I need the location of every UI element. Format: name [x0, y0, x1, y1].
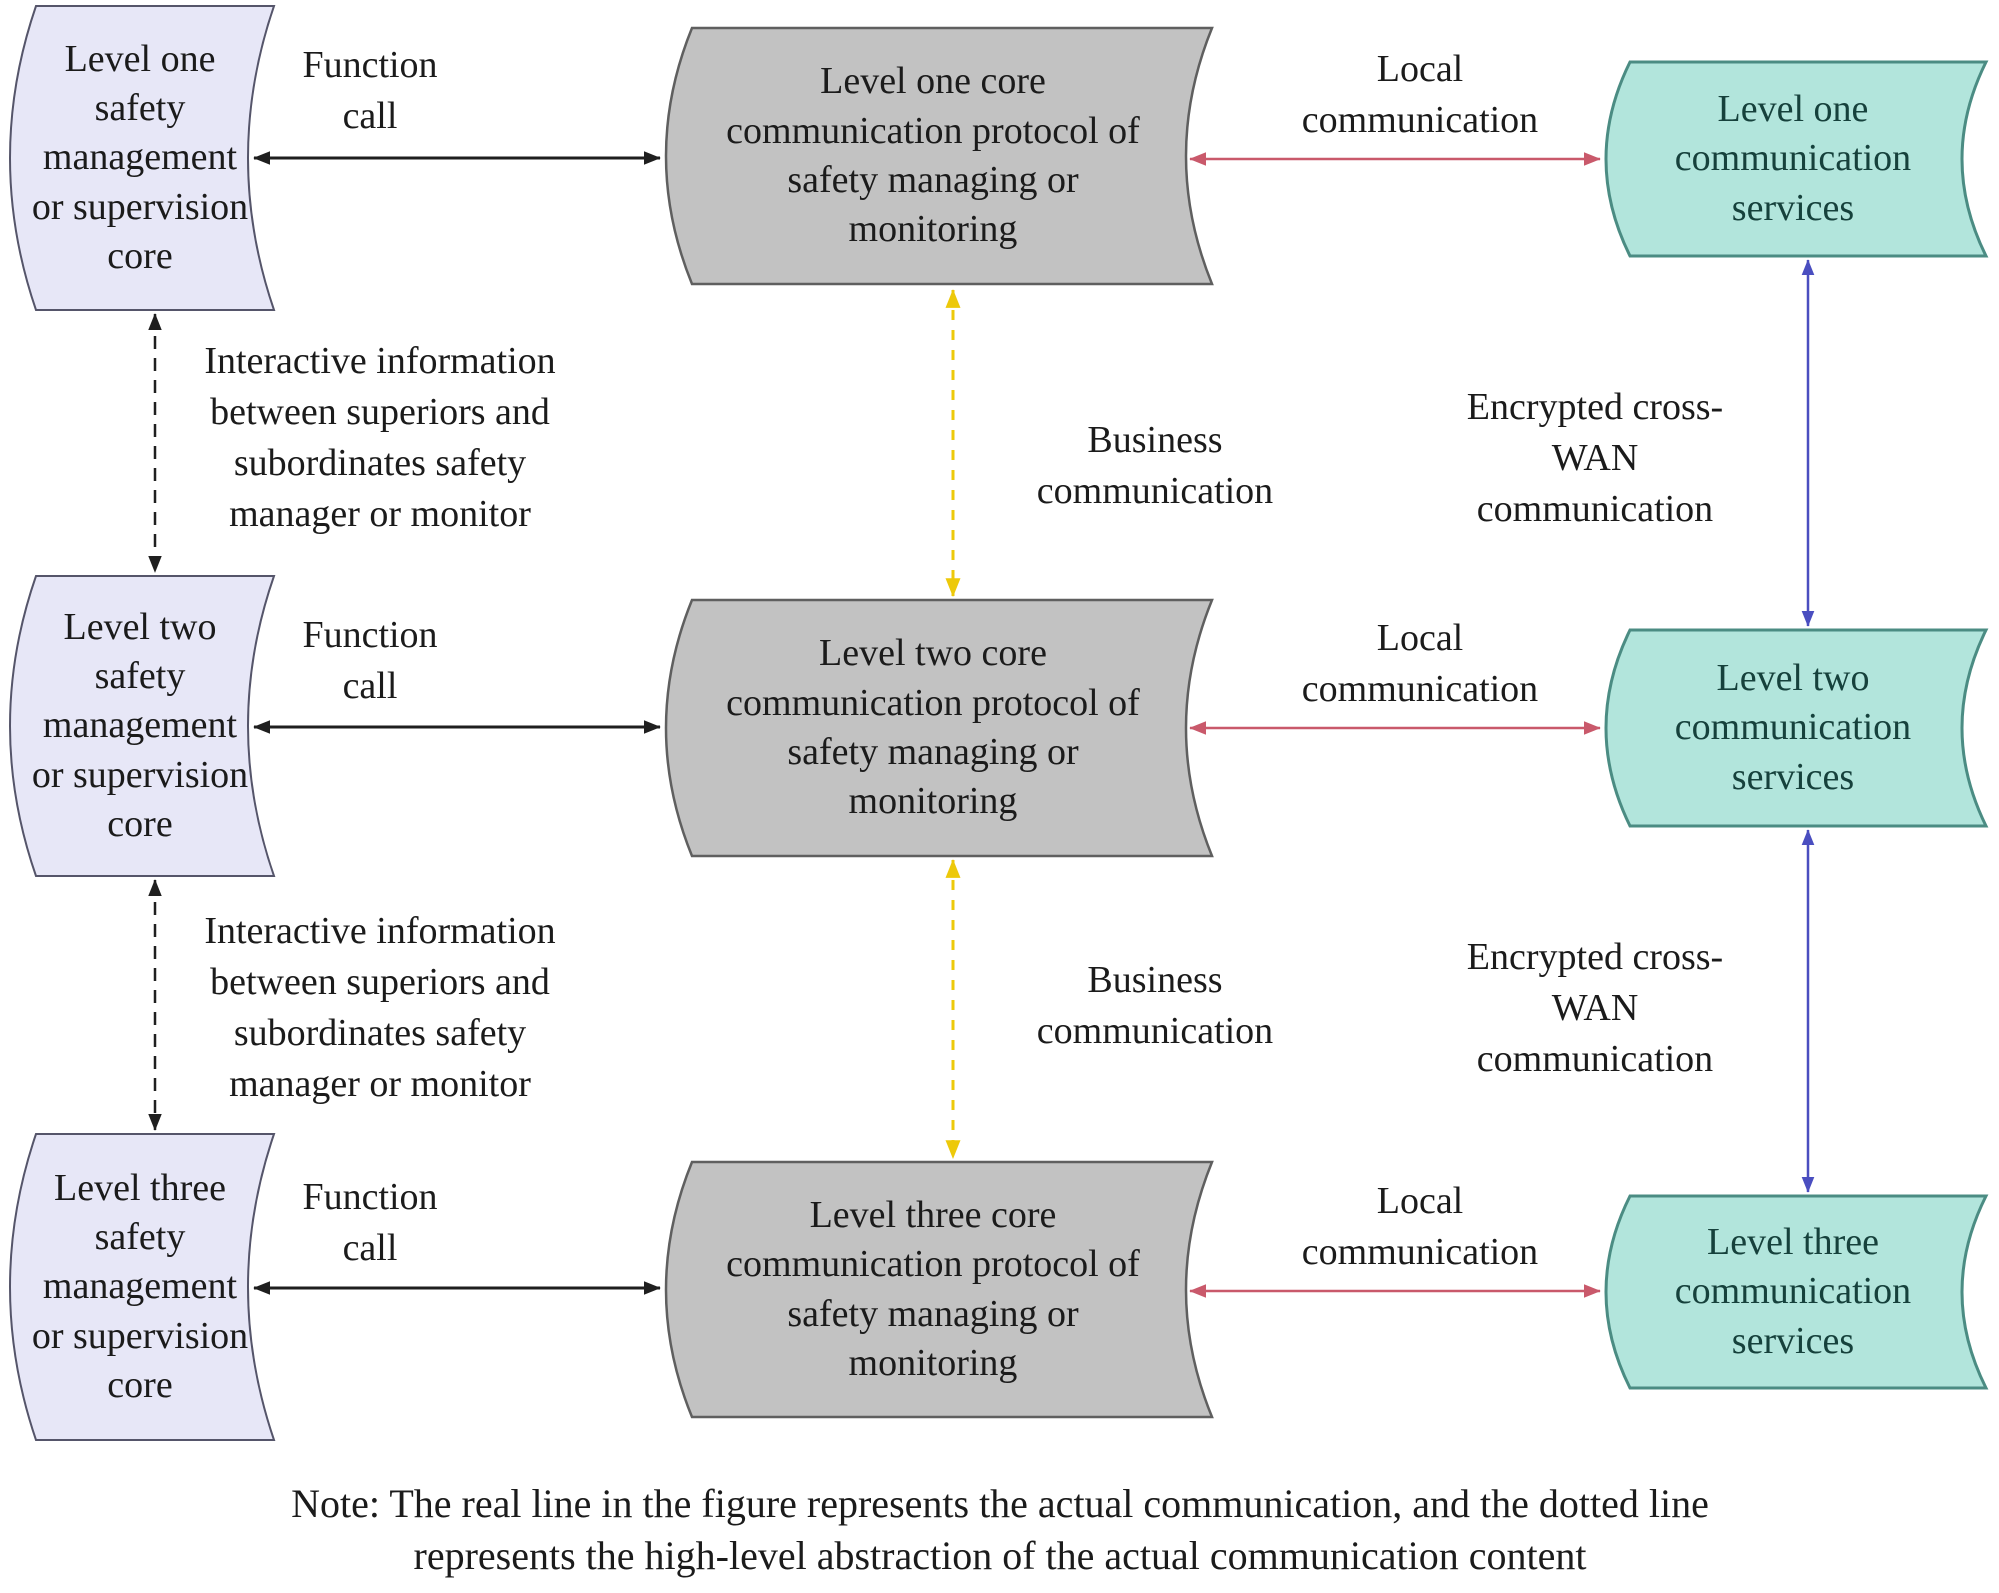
level-one-protocol-label: Level one core communication protocol of… — [726, 60, 1140, 251]
function-call-label-level-one: Function call — [302, 44, 438, 137]
encrypted-wan-label-1: Encrypted cross- WAN communication — [1466, 386, 1724, 530]
level-two-services-shape — [1604, 628, 1989, 828]
interactive-info-label-2: Interactive information between superior… — [204, 910, 556, 1105]
local-communication-label-level-three: Local communication — [1301, 1180, 1539, 1273]
level-one-protocol-shape — [664, 26, 1214, 286]
level-two-management-core-label: Level two safety management or supervisi… — [31, 605, 249, 846]
level-one-management-core-shape — [9, 5, 276, 311]
level-three-protocol-label: Level three core communication protocol … — [726, 1193, 1140, 1384]
level-one-services-label: Level one communication services — [1674, 87, 1912, 229]
function-call-label-level-two: Function call — [302, 614, 438, 707]
level-one-services-shape — [1604, 60, 1989, 258]
level-two-protocol-label: Level two core communication protocol of… — [726, 632, 1140, 823]
level-one-management-core-label: Level one safety management or supervisi… — [31, 37, 249, 278]
encrypted-wan-label-2: Encrypted cross- WAN communication — [1466, 936, 1724, 1080]
business-communication-label-2: Business communication — [1036, 959, 1274, 1052]
level-three-protocol-shape — [664, 1160, 1214, 1419]
level-three-management-core-shape — [9, 1133, 276, 1441]
level-two-protocol-shape — [664, 598, 1214, 858]
level-three-services-label: Level three communication services — [1674, 1220, 1912, 1362]
level-two-services-label: Level two communication services — [1674, 656, 1912, 798]
local-communication-label-level-one: Local communication — [1301, 48, 1539, 141]
level-three-services-shape — [1604, 1194, 1989, 1390]
level-three-management-core-label: Level three safety management or supervi… — [31, 1166, 249, 1407]
level-two-management-core-shape — [9, 575, 276, 877]
local-communication-label-level-two: Local communication — [1301, 617, 1539, 710]
business-communication-label-1: Business communication — [1036, 419, 1274, 512]
interactive-info-label-1: Interactive information between superior… — [204, 340, 556, 535]
function-call-label-level-three: Function call — [302, 1176, 438, 1269]
figure-note: Note: The real line in the figure repres… — [291, 1481, 1709, 1578]
